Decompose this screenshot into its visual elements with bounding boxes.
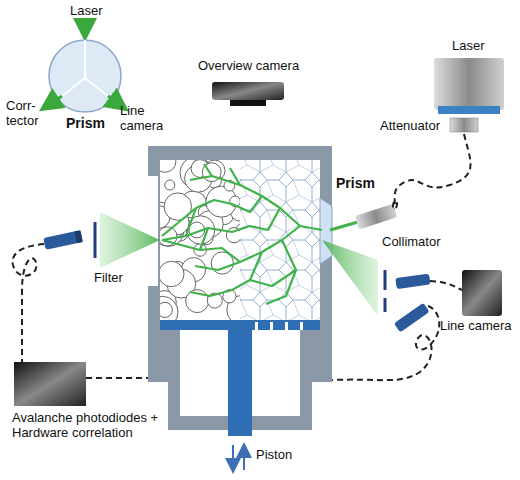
line-camera-label: Line camera xyxy=(440,318,512,333)
line-camera-label: Line camera xyxy=(120,103,164,133)
prism-label: Prism xyxy=(66,116,105,131)
detector-label: Avalanche photodiodes + Hardware correla… xyxy=(12,410,212,440)
overview-camera-label: Overview camera xyxy=(198,58,299,73)
laser-label: Laser xyxy=(452,38,485,53)
piston-label: Piston xyxy=(256,447,292,462)
attenuator-label: Attenuator xyxy=(380,118,440,133)
corrector-label: Corr-tector xyxy=(6,98,40,128)
collimator-label: Collimator xyxy=(382,234,441,249)
laser-label: Laser xyxy=(70,3,103,18)
prism-label: Prism xyxy=(336,176,375,191)
filter-label: Filter xyxy=(94,270,123,285)
